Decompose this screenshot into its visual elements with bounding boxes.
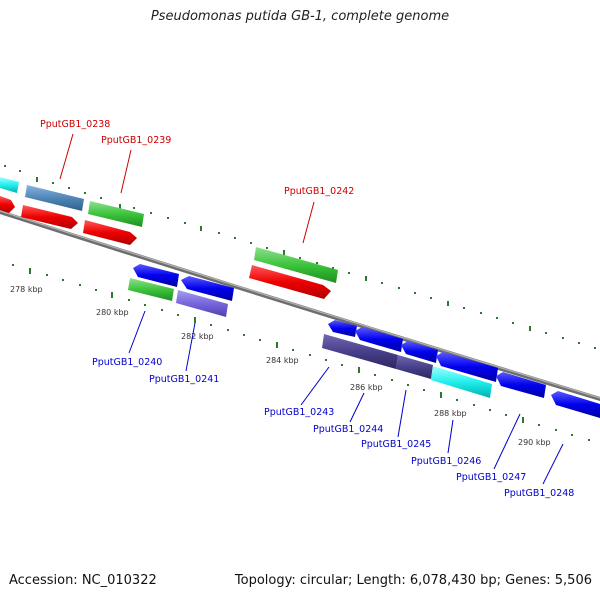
- gene-feature[interactable]: [21, 205, 78, 229]
- map-title: Pseudomonas putida GB-1, complete genome: [150, 9, 450, 24]
- gene-feature[interactable]: [551, 391, 600, 418]
- gene-PputGB1_0239[interactable]: [88, 201, 144, 227]
- gene-PputGB1_0242[interactable]: [254, 247, 338, 283]
- gene-feature[interactable]: [181, 276, 234, 301]
- scale-label-290: 290 kbp: [518, 438, 551, 447]
- leader-line: [128, 310, 146, 354]
- scale-label-284: 284 kbp: [266, 356, 299, 365]
- gene-feature[interactable]: [436, 352, 498, 382]
- scale-label-278: 278 kbp: [10, 285, 43, 294]
- gene-label-PputGB1_0243[interactable]: PputGB1_0243: [264, 407, 334, 418]
- gene-PputGB1_0243[interactable]: [322, 334, 398, 369]
- gene-feature[interactable]: [401, 341, 438, 363]
- accession-text: Accession: NC_010322: [9, 573, 157, 588]
- forward-strand: [0, 177, 338, 299]
- scale-label-280: 280 kbp: [96, 308, 129, 317]
- gene-label-PputGB1_0239[interactable]: PputGB1_0239: [101, 135, 171, 146]
- gene-PputGB1_0238[interactable]: [25, 185, 84, 211]
- leader-line: [120, 149, 132, 194]
- gene-label-PputGB1_0238[interactable]: PputGB1_0238: [40, 119, 110, 130]
- leader-line: [349, 392, 365, 423]
- gene-feature[interactable]: [328, 320, 357, 337]
- gene-PputGB1_0244[interactable]: [396, 355, 433, 379]
- reverse-strand: [128, 264, 600, 418]
- gene-PputGB1_0240[interactable]: [128, 278, 174, 301]
- leader-line: [493, 413, 521, 470]
- gene-feature[interactable]: [0, 177, 19, 193]
- gene-label-PputGB1_0245[interactable]: PputGB1_0245: [361, 439, 431, 450]
- leader-line: [300, 366, 330, 406]
- gene-feature[interactable]: [249, 265, 331, 299]
- gene-feature[interactable]: [355, 327, 403, 352]
- gene-feature[interactable]: [496, 372, 546, 398]
- leader-line: [185, 322, 196, 372]
- leader-line: [542, 443, 564, 485]
- gene-label-PputGB1_0246[interactable]: PputGB1_0246: [411, 456, 481, 467]
- gene-feature[interactable]: [0, 196, 15, 213]
- forward-gene-labels: PputGB1_0238 PputGB1_0239 PputGB1_0242: [40, 119, 354, 244]
- leader-line: [59, 133, 74, 180]
- scale-label-286: 286 kbp: [350, 383, 383, 392]
- genome-backbone-highlight: [0, 210, 600, 399]
- gene-label-PputGB1_0241[interactable]: PputGB1_0241: [149, 374, 219, 385]
- gene-label-PputGB1_0244[interactable]: PputGB1_0244: [313, 424, 383, 435]
- gene-feature[interactable]: [83, 220, 137, 245]
- gene-label-PputGB1_0242[interactable]: PputGB1_0242: [284, 186, 354, 197]
- leader-line: [302, 201, 315, 244]
- inner-tick-ring: [12, 264, 590, 441]
- scale-label-288: 288 kbp: [434, 409, 467, 418]
- reverse-gene-labels: PputGB1_0240 PputGB1_0241 PputGB1_0243 P…: [92, 310, 574, 499]
- gene-label-PputGB1_0240[interactable]: PputGB1_0240: [92, 357, 162, 368]
- gene-PputGB1_0245[interactable]: [431, 366, 492, 398]
- scale-label-282: 282 kbp: [181, 332, 214, 341]
- gene-PputGB1_0241[interactable]: [176, 290, 228, 317]
- outer-tick-ring: [4, 165, 596, 349]
- genome-backbone: [0, 210, 600, 402]
- gene-label-PputGB1_0248[interactable]: PputGB1_0248: [504, 488, 574, 499]
- leader-line: [397, 389, 407, 438]
- topology-text: Topology: circular; Length: 6,078,430 bp…: [234, 573, 592, 588]
- gene-feature[interactable]: [133, 264, 179, 287]
- gene-label-PputGB1_0247[interactable]: PputGB1_0247: [456, 472, 526, 483]
- scale-labels: 278 kbp 280 kbp 282 kbp 284 kbp 286 kbp …: [10, 285, 551, 447]
- leader-line: [447, 419, 454, 454]
